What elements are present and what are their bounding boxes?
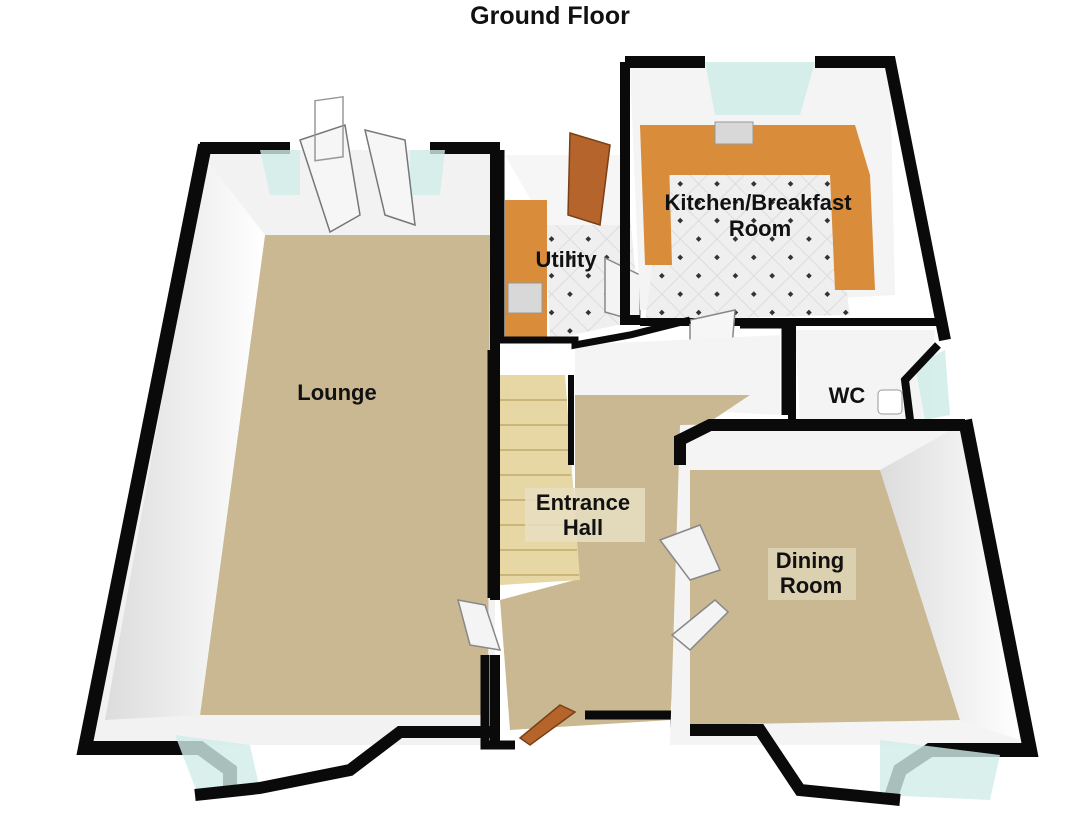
hall-front-wall-right — [585, 710, 680, 735]
dining-bay-wall — [690, 724, 901, 806]
kitchen-window — [705, 62, 815, 115]
utility-back-door — [567, 131, 611, 226]
lounge-door-panel-left — [314, 95, 344, 162]
wc-window — [915, 350, 950, 420]
dining-right-wall-shade — [880, 425, 1020, 740]
hall-right-wall — [740, 321, 789, 415]
kitchen-right-wall — [815, 56, 951, 342]
lounge-window-left — [260, 150, 300, 195]
kitchen-sink — [714, 121, 754, 145]
kitchen-worktop-right — [830, 175, 875, 290]
hall-label-line1: Entrance — [536, 490, 630, 515]
kitchen-floor — [645, 175, 850, 320]
dining-top-wall — [674, 419, 965, 465]
floor-title: Ground Floor — [470, 2, 630, 30]
kitchen-worktop-left — [640, 125, 672, 265]
lounge-room: Lounge — [76, 95, 500, 801]
lounge-bay-window — [175, 735, 260, 800]
utility-label: Utility — [535, 247, 597, 272]
hall-upper-wall — [495, 316, 691, 350]
utility-sink — [507, 282, 543, 314]
lounge-left-wall-shade — [105, 158, 265, 720]
kitchen-room: Kitchen/Breakfast Room — [620, 56, 951, 381]
hall-lounge-door — [456, 599, 502, 651]
wc-right-wall — [900, 342, 941, 421]
kitchen-label-line2: Room — [729, 216, 791, 241]
front-door — [518, 704, 577, 746]
dining-room: Dining Room — [658, 418, 1039, 806]
dining-bay-window — [880, 740, 1000, 800]
lounge-label: Lounge — [297, 380, 376, 405]
lounge-bay-wall — [194, 726, 500, 801]
dining-hall-door — [658, 524, 722, 581]
dining-label-bg — [768, 548, 856, 600]
wc-label: WC — [829, 383, 866, 408]
hall-floor — [500, 395, 750, 730]
kitchen-worktop-back — [640, 125, 870, 175]
dining-label-line1: Dining — [776, 548, 844, 573]
kitchen-outer-wall — [620, 62, 640, 325]
hall-label-line2: Hall — [563, 515, 603, 540]
lounge-french-door-right — [363, 128, 416, 227]
lounge-floor — [200, 235, 490, 715]
wc-room: WC — [788, 325, 950, 421]
utility-room: Utility — [495, 131, 641, 340]
hall-label-bg — [525, 488, 645, 542]
dining-label-line2: Room — [780, 573, 842, 598]
wc-toilet — [877, 389, 903, 415]
hall-front-wall-left — [480, 655, 515, 750]
entrance-hall: Entrance Hall — [456, 316, 789, 750]
lounge-window-right — [410, 150, 445, 195]
dining-front-door — [670, 599, 730, 652]
kitchen-label-line1: Kitchen/Breakfast — [664, 190, 852, 215]
utility-worktop — [505, 200, 547, 340]
